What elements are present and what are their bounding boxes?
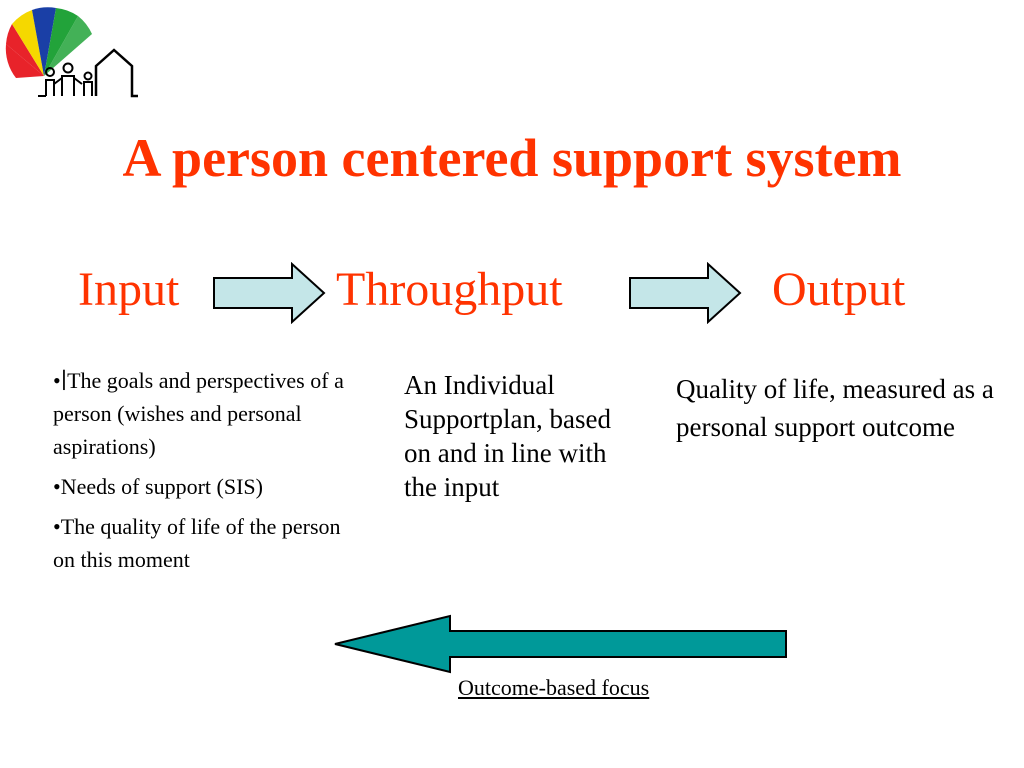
output-description: Quality of life, measured as a personal … — [676, 374, 994, 442]
throughput-description: An Individual Supportplan, based on and … — [404, 370, 611, 502]
list-item: •∣The goals and perspectives of a person… — [53, 368, 344, 459]
input-bullet-list: •∣The goals and perspectives of a person… — [53, 364, 353, 576]
logo — [4, 6, 140, 98]
stage-input-label: Input — [78, 263, 180, 316]
stage-throughput-label: Throughput — [336, 263, 563, 316]
right-arrow-icon — [629, 262, 742, 324]
stage-output-label: Output — [772, 263, 906, 316]
page-title: A person centered support system — [122, 128, 902, 188]
feedback-label: Outcome-based focus — [458, 675, 650, 700]
list-item: •Needs of support (SIS) — [53, 474, 263, 499]
left-arrow-icon — [334, 614, 787, 674]
list-item: •The quality of life of the person on th… — [53, 514, 341, 572]
right-arrow-icon — [213, 262, 326, 324]
input-description: •∣The goals and perspectives of a person… — [53, 364, 353, 583]
umbrella-family-house-icon — [5, 7, 138, 98]
